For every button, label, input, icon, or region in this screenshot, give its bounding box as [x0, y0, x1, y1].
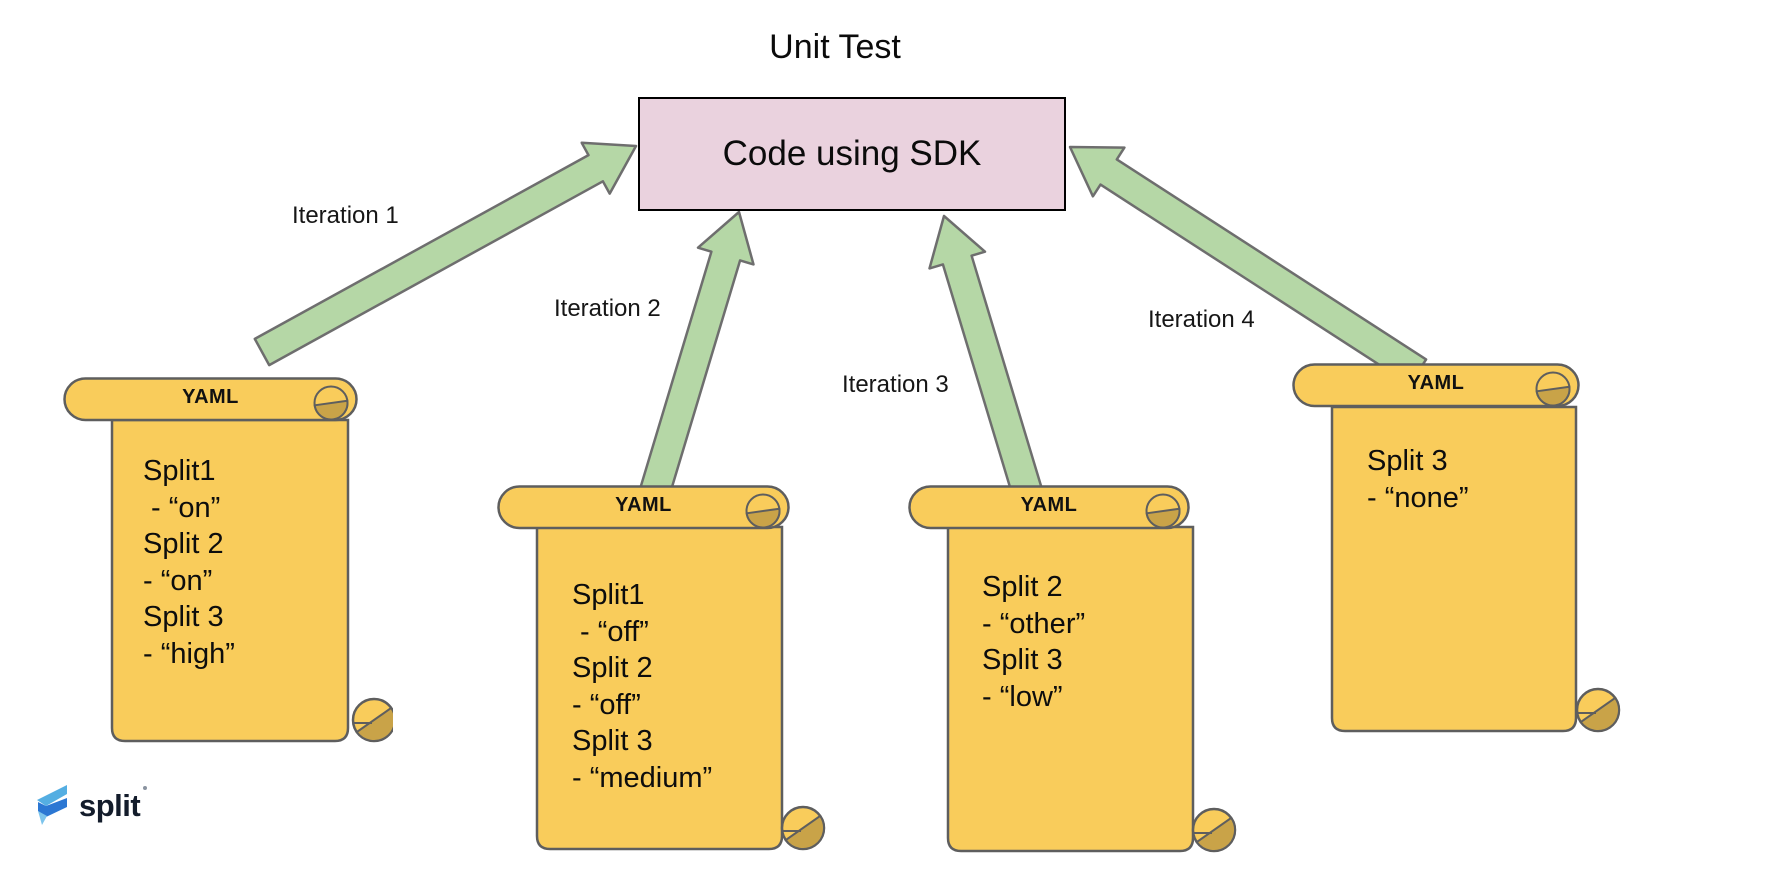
scroll-text: Split1 - “off” Split 2 - “off” Split 3 - “me…: [572, 577, 712, 796]
arrow-iteration-4: [1068, 145, 1428, 386]
arrow-iteration-2: [634, 210, 755, 514]
yaml-scroll-2: YAML Split1 - “off” Split 2 - “off” Split 3…: [497, 485, 827, 851]
scroll-bottom-curl: [780, 805, 826, 851]
scroll-banner-curl: [745, 493, 781, 529]
scroll-bottom-curl: [1575, 687, 1621, 733]
scroll-line: Split1: [143, 455, 216, 487]
scroll-text: Split 2 - “other” Split 3 - “low”: [982, 569, 1085, 715]
scroll-banner: [63, 377, 358, 422]
scroll-body: [946, 525, 1195, 853]
trademark-dot: [143, 786, 148, 790]
scroll-line: Split 3: [143, 601, 224, 633]
code-using-sdk-box: Code using SDK: [638, 97, 1066, 211]
scroll-header-label: YAML: [1020, 494, 1078, 516]
scroll-line: Split1: [572, 579, 645, 611]
scroll-line: - “other”: [982, 607, 1086, 640]
scroll-line: - “high”: [143, 637, 235, 670]
scroll-line: Split 3: [572, 725, 653, 757]
scroll-banner: [1292, 363, 1580, 408]
scroll-line: - “on”: [143, 491, 221, 524]
scroll-body: [110, 418, 350, 743]
scroll-header-label: YAML: [1407, 372, 1465, 394]
iteration-2-label: Iteration 2: [554, 295, 661, 322]
scroll-banner-curl: [313, 385, 349, 421]
split-logo-wordmark: split: [79, 788, 141, 823]
scroll-line: Split 2: [572, 652, 653, 684]
scroll-banner: [908, 485, 1190, 530]
scroll-shape: [908, 485, 1237, 853]
iteration-4-label: Iteration 4: [1148, 306, 1255, 333]
scroll-shape: [497, 485, 826, 851]
split-logo: split: [33, 784, 148, 828]
scroll-shape: [63, 377, 393, 743]
scroll-text: Split1 - “on” Split 2 - “on” Split 3 - “high…: [143, 453, 235, 672]
scroll-line: - “off”: [572, 615, 649, 648]
scroll-body: [1330, 405, 1578, 733]
scroll-header-label: YAML: [182, 386, 239, 408]
scroll-line: Split 2: [143, 528, 224, 560]
arrow-iteration-3: [928, 214, 1048, 514]
iteration-3-label: Iteration 3: [842, 371, 949, 398]
scroll-line: - “low”: [982, 680, 1063, 713]
scroll-banner-curl: [1145, 493, 1181, 529]
split-logo-icon: [37, 785, 67, 825]
scroll-line: Split 2: [982, 571, 1063, 603]
scroll-body: [535, 525, 784, 851]
scroll-bottom-curl: [351, 697, 393, 743]
page-title: Unit Test: [769, 28, 901, 66]
split-logo-text: split: [79, 786, 148, 824]
scroll-line: - “none”: [1367, 481, 1469, 514]
yaml-scroll-3: YAML Split 2 - “other” Split 3 - “low”: [908, 485, 1238, 853]
scroll-line: Split 3: [982, 644, 1063, 676]
scroll-banner-curl: [1535, 371, 1571, 407]
scroll-bottom-curl: [1191, 807, 1237, 853]
scroll-banner: [497, 485, 790, 530]
scroll-line: - “on”: [143, 564, 213, 597]
scroll-line: Split 3: [1367, 445, 1448, 477]
yaml-scroll-4: YAML Split 3 - “none”: [1292, 363, 1622, 733]
code-using-sdk-label: Code using SDK: [722, 134, 982, 173]
scroll-shape: [1292, 363, 1621, 733]
scroll-text: Split 3 - “none”: [1367, 443, 1469, 516]
scroll-line: - “off”: [572, 688, 641, 721]
scroll-header-label: YAML: [615, 494, 672, 516]
scroll-line: - “medium”: [572, 761, 713, 794]
arrow-iteration-1: [253, 141, 638, 367]
yaml-scroll-1: YAML Split1 - “on” Split 2 - “on” Split 3 - …: [63, 377, 393, 743]
iteration-1-label: Iteration 1: [292, 202, 399, 229]
